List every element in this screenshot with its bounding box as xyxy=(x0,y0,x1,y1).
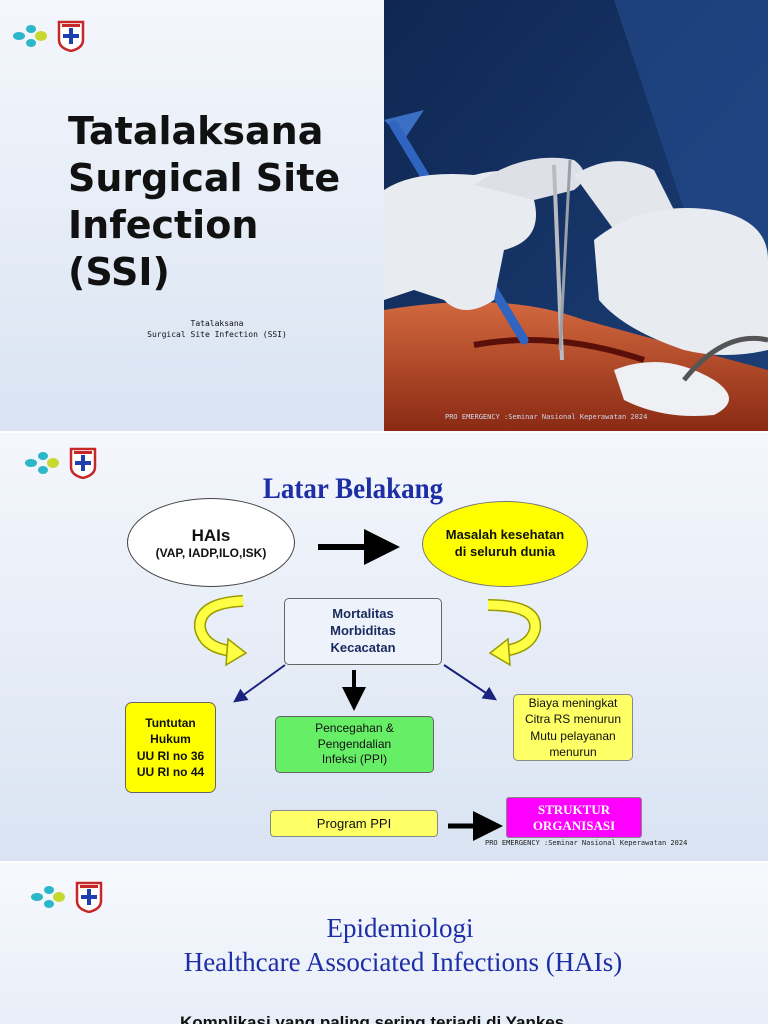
biaya-box: Biaya meningkat Citra RS menurun Mutu pe… xyxy=(513,694,633,761)
masalah-line: Masalah kesehatan xyxy=(445,527,565,543)
hais-detail: (VAP, IADP,ILO,ISK) xyxy=(155,545,267,560)
slide-subtitle: Tatalaksana Surgical Site Infection (SSI… xyxy=(70,318,364,340)
pencegahan-box: Pencegahan & Pengendalian Infeksi (PPI) xyxy=(275,716,434,773)
diagram-connectors xyxy=(194,529,542,841)
biaya-line: menurun xyxy=(549,744,597,759)
mortalitas-line: Kecacatan xyxy=(330,639,396,655)
hospital-emblem-icon xyxy=(57,20,85,52)
hais-ellipse: HAIs (VAP, IADP,ILO,ISK) xyxy=(127,498,295,587)
biaya-line: Citra RS menurun xyxy=(524,712,622,727)
mortalitas-line: Morbiditas xyxy=(330,623,396,639)
tuntutan-line: UU RI no 44 xyxy=(136,764,205,779)
pencegahan-line: Pencegahan & xyxy=(315,721,394,736)
mortalitas-line: Mortalitas xyxy=(332,606,394,622)
program-label: Program PPI xyxy=(316,816,392,831)
logo-group xyxy=(12,20,86,52)
surgery-photo xyxy=(384,0,768,431)
title-line: Tatalaksana xyxy=(68,109,324,153)
subtitle-line: Surgical Site Infection (SSI) xyxy=(147,330,287,340)
slide-footer: PRO EMERGENCY :Seminar Nasional Keperawa… xyxy=(485,839,688,847)
struktur-line: STRUKTUR xyxy=(537,801,611,817)
slide-heading-line2: Healthcare Associated Infections (HAIs) xyxy=(183,947,623,977)
biaya-line: Mutu pelayanan xyxy=(530,728,616,743)
slide-title: Tatalaksana Surgical Site Infection (SSI… xyxy=(0,0,768,431)
pencegahan-line: Infeksi (PPI) xyxy=(321,752,388,767)
pencegahan-line: Pengendalian xyxy=(317,736,392,751)
logo-group xyxy=(30,881,104,913)
slide-title-heading: Tatalaksana Surgical Site Infection (SSI… xyxy=(68,108,388,296)
slide-epidemiologi: Epidemiologi Healthcare Associated Infec… xyxy=(0,863,768,1024)
hospital-emblem-icon xyxy=(75,881,103,913)
title-line: (SSI) xyxy=(68,250,170,295)
slide-latar-belakang: Latar Belakang HAIs (VAP, IADP,ILO,ISK xyxy=(0,433,768,861)
hospital-emblem-icon xyxy=(69,447,97,479)
kemenkes-logo-icon xyxy=(13,25,47,47)
kemenkes-logo-icon xyxy=(25,452,59,474)
slide-body-text: Komplikasi yang paling sering terjadi di… xyxy=(180,1013,565,1024)
slide-footer: PRO EMERGENCY :Seminar Nasional Keperawa… xyxy=(445,413,648,421)
masalah-ellipse: Masalah kesehatan di seluruh dunia xyxy=(422,501,588,587)
tuntutan-line: Hukum xyxy=(150,732,191,747)
struktur-box: STRUKTUR ORGANISASI xyxy=(506,797,642,838)
slide-heading-line1: Epidemiologi xyxy=(326,913,474,943)
hais-label: HAIs xyxy=(191,525,231,545)
kemenkes-logo-icon xyxy=(31,886,65,908)
masalah-line: di seluruh dunia xyxy=(454,544,556,559)
arrow-down-left xyxy=(233,664,286,703)
arrow-down-right xyxy=(443,664,497,701)
slide-heading: Latar Belakang xyxy=(262,471,444,505)
curved-arrow-left xyxy=(194,595,248,667)
subtitle-line: Tatalaksana xyxy=(190,319,244,328)
logo-group xyxy=(24,447,98,479)
curved-arrow-right xyxy=(487,599,542,667)
mortalitas-box: Mortalitas Morbiditas Kecacatan xyxy=(284,598,442,665)
tuntutan-box: Tuntutan Hukum UU RI no 36 UU RI no 44 xyxy=(125,702,216,793)
title-line: Infection xyxy=(68,203,259,248)
struktur-line: ORGANISASI xyxy=(532,817,616,833)
biaya-line: Biaya meningkat xyxy=(528,696,618,711)
tuntutan-line: Tuntutan xyxy=(145,716,196,731)
tuntutan-line: UU RI no 36 xyxy=(136,748,205,763)
title-line: Surgical Site xyxy=(68,156,341,201)
program-ppi-box: Program PPI xyxy=(270,810,438,837)
